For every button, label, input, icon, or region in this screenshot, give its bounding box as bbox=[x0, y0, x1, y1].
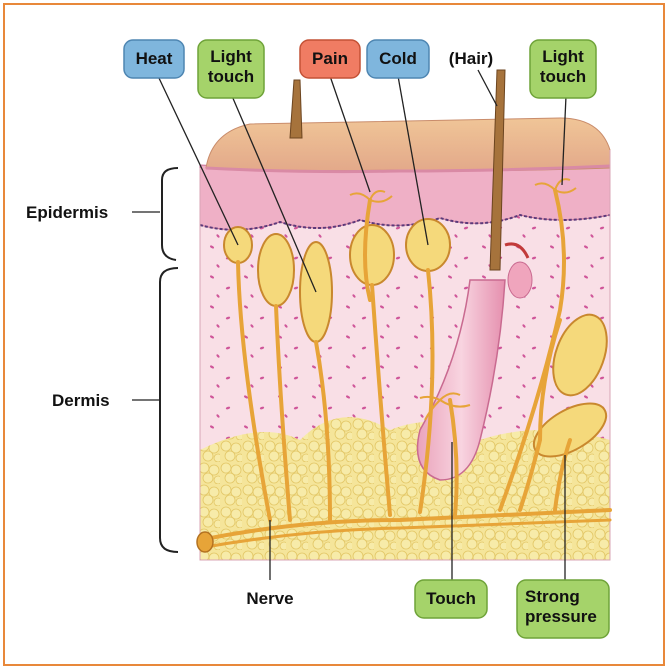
hair-follicle bbox=[416, 69, 533, 481]
svg-text:Touch: Touch bbox=[426, 589, 476, 608]
hair-shaft-left bbox=[289, 79, 303, 139]
svg-text:Cold: Cold bbox=[379, 49, 417, 68]
tag-strong-pressure: Strong pressure bbox=[516, 579, 610, 639]
svg-text:pressure: pressure bbox=[525, 607, 597, 626]
label-nerve: Nerve bbox=[246, 589, 293, 608]
receptor-corpuscles bbox=[223, 218, 608, 458]
svg-text:touch: touch bbox=[208, 67, 254, 86]
tag-touch: Touch bbox=[414, 579, 488, 619]
svg-text:Heat: Heat bbox=[136, 49, 173, 68]
tag-cold: Cold bbox=[366, 39, 430, 79]
tag-heat: Heat bbox=[123, 39, 185, 79]
svg-text:Pain: Pain bbox=[312, 49, 348, 68]
tag-light-touch-right: Light touch bbox=[529, 39, 597, 99]
svg-text:Light: Light bbox=[210, 47, 252, 66]
nerve-fibers bbox=[198, 188, 612, 550]
label-epidermis: Epidermis bbox=[26, 203, 108, 222]
tag-light-touch-left: Light touch bbox=[197, 39, 265, 99]
svg-text:Strong: Strong bbox=[525, 587, 580, 606]
svg-text:touch: touch bbox=[540, 67, 586, 86]
tag-pain: Pain bbox=[299, 39, 361, 79]
pointer-lines bbox=[132, 69, 567, 582]
label-dermis: Dermis bbox=[52, 391, 110, 410]
nerve-cut-end bbox=[196, 531, 214, 553]
svg-text:Light: Light bbox=[542, 47, 584, 66]
layer-braces bbox=[159, 167, 179, 553]
label-hair: (Hair) bbox=[449, 49, 493, 68]
nerve-endings bbox=[349, 178, 577, 421]
